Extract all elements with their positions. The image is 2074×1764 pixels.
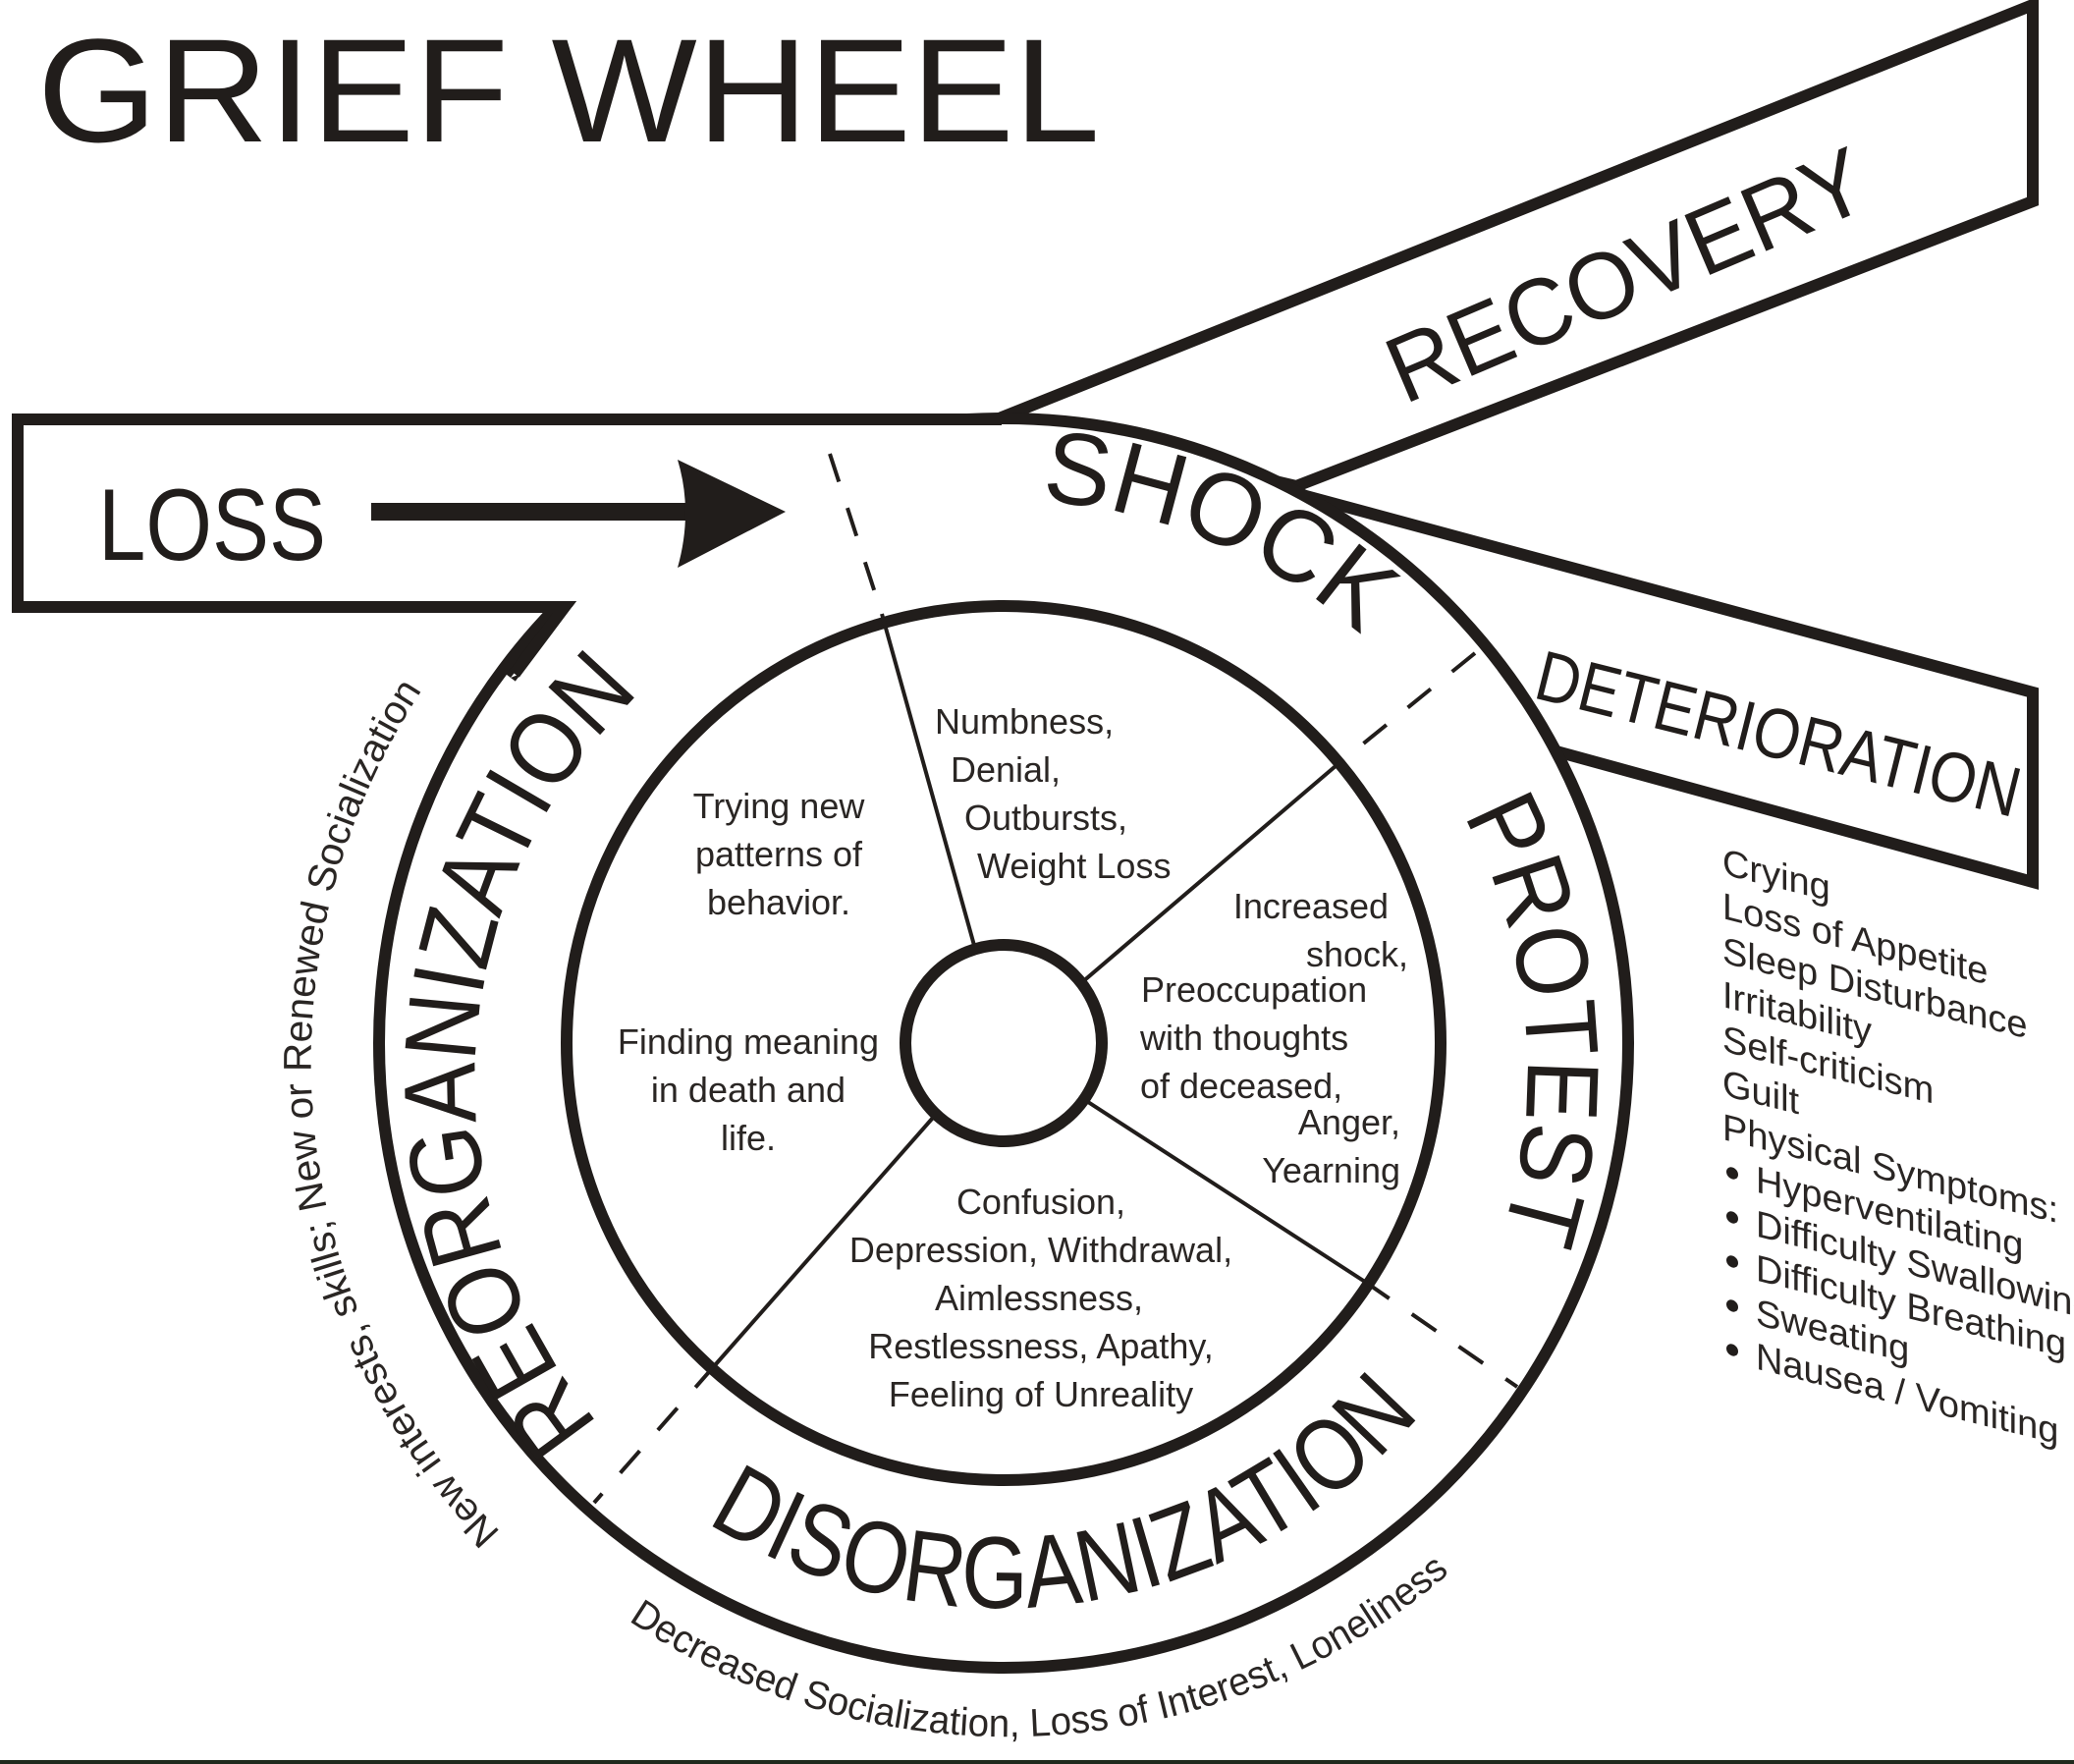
spoke-protest-top (1080, 764, 1337, 984)
spoke-shock (880, 613, 977, 950)
text-line: Feeling of Unreality (889, 1374, 1193, 1414)
shock-symptoms: Numbness, Denial, Outbursts, Weight Loss (935, 701, 1171, 886)
inner-ring (561, 600, 1446, 1486)
bullet-icon (1726, 1255, 1738, 1268)
text-line: patterns of (695, 834, 863, 874)
bullet-icon (1726, 1344, 1738, 1356)
bullet-icon (1726, 1167, 1738, 1180)
text-line: Weight Loss (977, 846, 1171, 886)
text-line: behavior. (707, 882, 850, 922)
text-line: Aimlessness, (935, 1278, 1143, 1318)
text-line: Restlessness, Apathy, (868, 1326, 1214, 1366)
spoke-disorganization (713, 1116, 935, 1367)
divider-loss-shock (828, 453, 884, 615)
disorganization-symptoms: Confusion, Depression, Withdrawal, Aimle… (849, 1182, 1232, 1414)
bottom-edge-strip (0, 1760, 2074, 1764)
text-line: Trying new (693, 786, 866, 826)
text-line: Numbness, (935, 701, 1114, 742)
text-line: Outbursts, (964, 798, 1127, 838)
bullet-icon (1726, 1211, 1738, 1224)
text-line: Denial, (951, 749, 1061, 790)
text-line: Anger, (1298, 1102, 1400, 1142)
text-line: Preoccupation (1141, 969, 1367, 1010)
text-line: shock, (1306, 934, 1408, 974)
text-line: Yearning (1262, 1150, 1400, 1190)
text-line: in death and (651, 1070, 846, 1110)
right-arrow-icon (371, 460, 786, 568)
text-line: life. (721, 1118, 776, 1158)
text-line: Confusion, (956, 1182, 1125, 1222)
page-title: GRIEF WHEEL (37, 8, 1100, 173)
spoke-protest-bottom (1086, 1100, 1367, 1284)
center-hub (900, 939, 1108, 1147)
text-line: Finding meaning (618, 1021, 879, 1062)
text-line: Depression, Withdrawal, (849, 1230, 1232, 1270)
bullet-icon (1726, 1299, 1738, 1312)
recovery-band: RECOVERY (982, 0, 2039, 493)
loss-box: LOSS (12, 413, 1002, 682)
loss-label: LOSS (98, 469, 326, 582)
text-line: of deceased, (1140, 1066, 1342, 1106)
reorganization-symptoms: Trying new patterns of behavior. Finding… (618, 786, 879, 1158)
text-line: Increased (1233, 886, 1389, 926)
protest-symptoms: Increased shock, Preoccupation with thou… (1139, 886, 1408, 1190)
deterioration-symptom-list: Crying Loss of Appetite Sleep Disturbanc… (1722, 842, 2074, 1454)
text-line: with thoughts (1139, 1018, 1348, 1058)
